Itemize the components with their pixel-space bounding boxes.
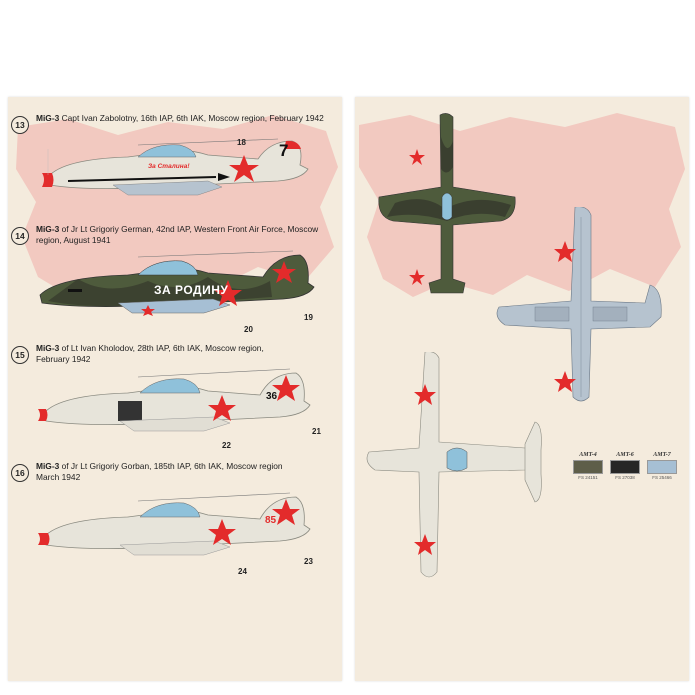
mig3-profile-15 <box>38 368 311 432</box>
callout-22: 22 <box>222 441 231 450</box>
profile-number-13: 13 <box>11 116 29 134</box>
profile-number-15: 15 <box>11 346 29 364</box>
tail-number-13: 7 <box>279 141 289 160</box>
callout-19: 19 <box>304 313 313 322</box>
swatch-label: AMT-4 <box>579 452 597 458</box>
swatch-fs-code: FS 27038 <box>615 475 635 480</box>
swatch-chip <box>610 460 640 474</box>
mig3-top-view-camo <box>378 113 516 294</box>
left-profile-sheet: 13 MiG-3 Capt Ivan Zabolotny, 16th IAP, … <box>8 97 342 681</box>
profile-caption-13: MiG-3 Capt Ivan Zabolotny, 16th IAP, 6th… <box>36 113 336 124</box>
profile-caption-15: MiG-3 of Lt Ivan Kholodov, 28th IAP, 6th… <box>36 343 276 365</box>
profile-caption-16: MiG-3 of Jr Lt Grigoriy Gorban, 185th IA… <box>36 461 296 483</box>
profile-number-16: 16 <box>11 464 29 482</box>
swatch-amt7: AMT-7 FS 25466 <box>647 452 677 480</box>
mig3-profile-16 <box>38 492 311 556</box>
profile-desc: of Jr Lt Grigoriy Gorban, 185th IAP, 6th… <box>36 461 283 482</box>
mig3-top-view-winter <box>366 352 542 578</box>
slogan-13: За Сталина! <box>148 163 190 170</box>
callout-23: 23 <box>304 557 313 566</box>
swatch-label: AMT-6 <box>616 452 634 458</box>
profile-model: MiG-3 <box>36 224 60 234</box>
mig3-profile-14 <box>39 250 315 316</box>
callout-18: 18 <box>237 138 246 147</box>
callout-21: 21 <box>312 427 321 436</box>
mig3-bottom-view <box>496 207 662 402</box>
profile-caption-14: MiG-3 of Jr Lt Grigoriy German, 42nd IAP… <box>36 224 321 246</box>
callout-20: 20 <box>244 325 253 334</box>
swatch-chip <box>647 460 677 474</box>
profile-model: MiG-3 <box>36 113 60 123</box>
profile-desc: of Jr Lt Grigoriy German, 42nd IAP, West… <box>36 224 319 245</box>
swatch-amt6: AMT-6 FS 27038 <box>610 452 640 480</box>
tail-number-15: 36 <box>266 391 278 402</box>
callout-24: 24 <box>238 567 247 576</box>
right-planview-sheet: AMT-4 FS 24151 AMT-6 FS 27038 AMT-7 FS 2… <box>355 97 689 681</box>
swatch-label: AMT-7 <box>653 452 671 458</box>
swatch-chip <box>573 460 603 474</box>
profile-desc: of Lt Ivan Kholodov, 28th IAP, 6th IAK, … <box>36 343 264 364</box>
profile-number-14: 14 <box>11 227 29 245</box>
profile-model: MiG-3 <box>36 461 60 471</box>
swatch-amt4: AMT-4 FS 24151 <box>573 452 603 480</box>
tail-number-16: 85 <box>265 515 277 526</box>
slogan-14: ЗА РОДИНУ <box>154 283 229 297</box>
swatch-fs-code: FS 24151 <box>578 475 598 480</box>
mig3-profile-13 <box>42 138 309 196</box>
profile-desc: Capt Ivan Zabolotny, 16th IAP, 6th IAK, … <box>61 113 324 123</box>
swatch-fs-code: FS 25466 <box>652 475 672 480</box>
profile-model: MiG-3 <box>36 343 60 353</box>
